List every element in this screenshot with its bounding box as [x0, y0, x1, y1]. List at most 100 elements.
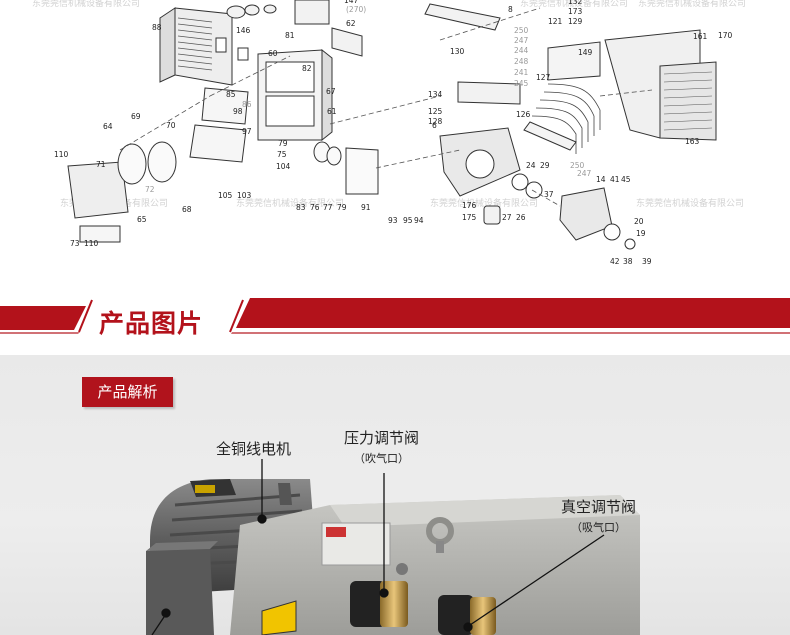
part-number-label: 6 — [432, 121, 437, 130]
part-number-label: 83 — [296, 203, 306, 212]
terminal-box — [146, 549, 214, 635]
watermark-text: 东莞莞信机械设备有限公司 — [520, 0, 628, 9]
part-number-label: 247 — [514, 36, 529, 45]
part-number-label: 85 — [226, 90, 236, 99]
annotation-motor: 全铜线电机 — [216, 438, 291, 459]
exploded-parts-diagram: 东莞莞信机械设备有限公司东莞莞信机械设备有限公司东莞莞信机械设备有限公司东莞莞信… — [0, 0, 790, 285]
watermark-text: 东莞莞信机械设备有限公司 — [32, 0, 140, 9]
part-number-label: 61 — [327, 107, 337, 116]
watermark-text: 东莞莞信机械设备有限公司 — [636, 197, 744, 209]
part-number-label: 27 — [502, 213, 512, 222]
part-number-label: 75 — [277, 150, 287, 159]
part-number-label: 38 — [623, 257, 633, 266]
part-number-label: 72 — [145, 185, 155, 194]
annotation-pressure-valve-label: 压力调节阀 — [344, 429, 420, 447]
section-banner: 产品图片 — [0, 288, 790, 350]
annotation-pressure-valve-sub: （吹气口） — [354, 452, 409, 465]
part-number-label: 173 — [568, 7, 583, 16]
part-number-label: 64 — [103, 122, 113, 131]
part-number-label: 93 — [388, 216, 398, 225]
part-number-label: 29 — [540, 161, 550, 170]
part-number-label: 103 — [237, 191, 252, 200]
part-number-label: 20 — [634, 217, 644, 226]
part-number-label: 146 — [236, 26, 251, 35]
annotation-vacuum-valve: 真空调节阀 （吸气口） — [561, 496, 636, 535]
part-number-label: 176 — [462, 201, 477, 210]
part-number-label: 98 — [233, 107, 243, 116]
part-number-label: 149 — [578, 48, 593, 57]
part-number-label: 241 — [514, 68, 529, 77]
part-number-label: 163 — [685, 137, 700, 146]
assembly-lines — [119, 7, 653, 207]
part-number-label: 104 — [276, 162, 291, 171]
part-number-label: 105 — [218, 191, 233, 200]
part-number-label: 70 — [166, 121, 176, 130]
part-number-label: 77 — [323, 203, 333, 212]
pressure-valve-knob — [350, 581, 386, 627]
analysis-tag: 产品解析 — [82, 377, 173, 407]
part-number-label: 73 — [70, 239, 80, 248]
part-number-label: 62 — [346, 19, 356, 28]
annotation-vacuum-valve-label: 真空调节阀 — [561, 498, 637, 516]
part-number-label: 14 — [596, 175, 606, 184]
part-number-label: 110 — [84, 239, 99, 248]
part-number-label: 37 — [544, 190, 554, 199]
banner-graphic — [0, 298, 790, 334]
part-number-label: 175 — [462, 213, 477, 222]
part-number-label: 110 — [54, 150, 69, 159]
part-number-label: 97 — [242, 127, 252, 136]
part-number-label: 79 — [337, 203, 347, 212]
part-number-label: 41 — [610, 175, 620, 184]
part-number-label: 8 — [508, 5, 513, 14]
part-number-label: 129 — [568, 17, 583, 26]
annotation-motor-label: 全铜线电机 — [216, 440, 292, 458]
housing-drawing — [237, 47, 333, 142]
diagram-drawing: 东莞莞信机械设备有限公司东莞莞信机械设备有限公司东莞莞信机械设备有限公司东莞莞信… — [32, 0, 746, 266]
part-number-label: 69 — [131, 112, 141, 121]
part-number-label: 244 — [514, 46, 529, 55]
part-number-label: 45 — [621, 175, 631, 184]
part-number-label: 247 — [577, 169, 592, 178]
part-number-label: 91 — [361, 203, 371, 212]
part-number-label: 250 — [570, 161, 585, 170]
fan-cover-drawing — [159, 7, 233, 86]
part-number-label: 88 — [152, 23, 162, 32]
annotation-pressure-valve: 压力调节阀 （吹气口） — [344, 427, 419, 466]
part-number-label: (270) — [346, 5, 366, 14]
part-number-label: 26 — [516, 213, 526, 222]
panels-drawing — [67, 87, 249, 243]
part-number-label: 67 — [326, 87, 336, 96]
pump-body-drawing — [424, 3, 636, 250]
part-number-label: 250 — [514, 26, 529, 35]
part-number-label: 128 — [428, 117, 443, 126]
section-title: 产品图片 — [99, 309, 204, 338]
part-number-label: 65 — [137, 215, 147, 224]
product-analysis-section: 产品解析 — [0, 355, 790, 635]
filters-drawing — [117, 141, 379, 195]
part-number-label: 147 — [344, 0, 359, 5]
part-number-label: 134 — [428, 90, 443, 99]
watermark-text: 东莞莞信机械设备有限公司 — [236, 197, 344, 209]
part-number-label: 248 — [514, 57, 529, 66]
part-number-label: 68 — [182, 205, 192, 214]
annotation-vacuum-valve-sub: （吸气口） — [571, 521, 626, 534]
watermark-text: 东莞莞信机械设备有限公司 — [430, 197, 538, 209]
part-number-label: 71 — [96, 160, 106, 169]
part-number-label: 95 — [403, 216, 413, 225]
part-number-label: 126 — [516, 110, 531, 119]
leader-lines — [151, 459, 605, 635]
part-number-label: 76 — [310, 203, 320, 212]
part-number-label: 19 — [636, 229, 646, 238]
part-number-label: 24 — [526, 161, 536, 170]
part-number-label: 42 — [610, 257, 620, 266]
part-number-label: 82 — [302, 64, 312, 73]
watermark-text: 东莞莞信机械设备有限公司 — [638, 0, 746, 9]
pump-photo — [146, 459, 640, 635]
part-number-label: 79 — [278, 139, 288, 148]
part-number-label: 161 — [693, 32, 708, 41]
part-number-label: 127 — [536, 73, 551, 82]
part-number-label: 170 — [718, 31, 733, 40]
fittings-drawing — [226, 0, 363, 57]
part-number-label: 39 — [642, 257, 652, 266]
